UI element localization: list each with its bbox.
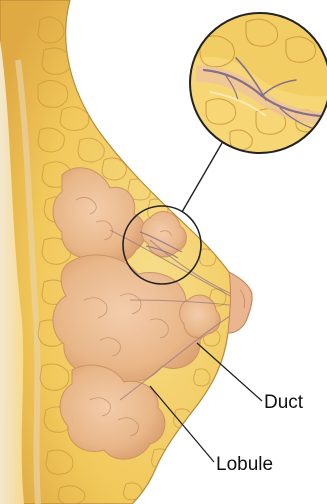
duct-label: Duct — [264, 392, 304, 413]
magnified-duct-inset — [190, 13, 327, 153]
lobule-label: Lobule — [216, 454, 273, 475]
